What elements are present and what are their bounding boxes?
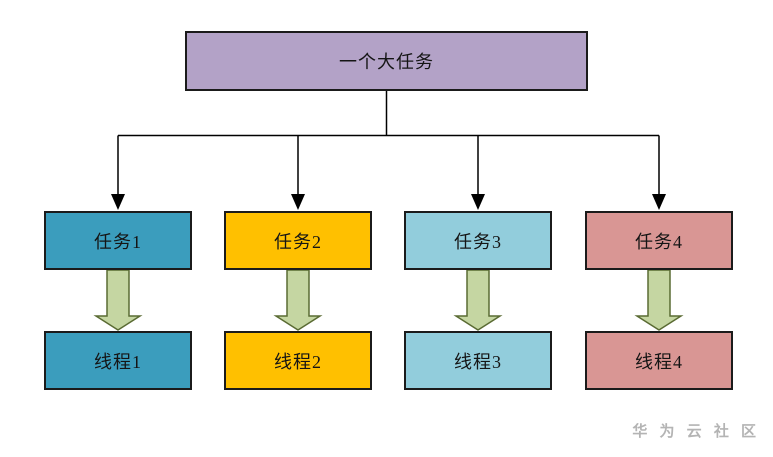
watermark-text: 华 为 云 社 区 — [632, 423, 760, 440]
task-label-1: 任务1 — [94, 231, 142, 252]
root-task-label: 一个大任务 — [339, 52, 434, 72]
thread-label-3: 线程3 — [454, 351, 502, 372]
task-box-1: 任务1 — [44, 211, 192, 270]
task-box-2: 任务2 — [224, 211, 372, 270]
thread-box-2: 线程2 — [224, 331, 372, 390]
task-label-2: 任务2 — [274, 231, 322, 252]
arrow-down-icon — [652, 194, 666, 210]
task-label-3: 任务3 — [454, 231, 502, 252]
thread-label-4: 线程4 — [635, 351, 683, 372]
thread-box-1: 线程1 — [44, 331, 192, 390]
block-arrow-down-icon — [93, 269, 143, 331]
block-arrow-down-icon — [634, 269, 684, 331]
block-arrow-down-icon — [453, 269, 503, 331]
thread-box-3: 线程3 — [404, 331, 552, 390]
block-arrow-down-icon — [273, 269, 323, 331]
thread-label-1: 线程1 — [94, 351, 142, 372]
arrow-down-icon — [471, 194, 485, 210]
task-box-4: 任务4 — [585, 211, 733, 270]
thread-box-4: 线程4 — [585, 331, 733, 390]
task-label-4: 任务4 — [635, 231, 683, 252]
task-box-3: 任务3 — [404, 211, 552, 270]
root-task-box: 一个大任务 — [185, 31, 588, 91]
thread-label-2: 线程2 — [274, 351, 322, 372]
arrow-down-icon — [111, 194, 125, 210]
arrow-down-icon — [291, 194, 305, 210]
